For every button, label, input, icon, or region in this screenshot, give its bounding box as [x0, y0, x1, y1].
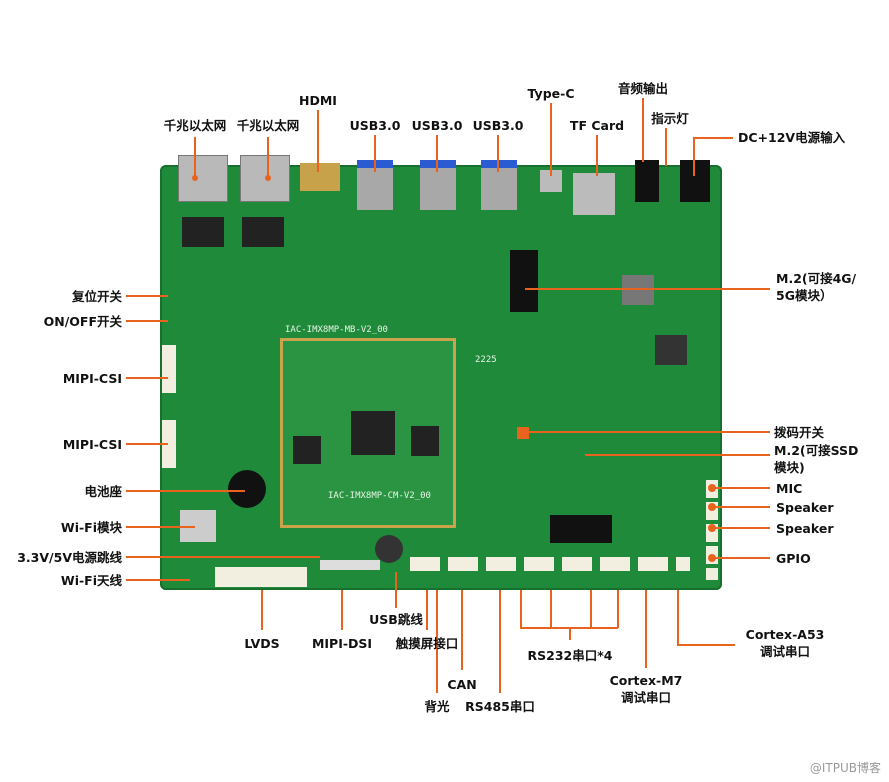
label-a53-line1: Cortex-A53: [745, 627, 825, 642]
hdmi-port: [300, 163, 340, 191]
label-a53-line2: 调试串口: [759, 644, 811, 659]
tf-card-slot: [573, 173, 615, 215]
inductor: [655, 335, 687, 365]
label-cortex-m7: Cortex-M7 调试串口: [610, 672, 683, 706]
label-onoff: ON/OFF开关: [43, 314, 122, 329]
label-speaker-1: Speaker: [776, 500, 834, 515]
mipi-dsi-connector: [320, 560, 380, 570]
audio-jack: [635, 160, 659, 202]
label-ethernet-1: 千兆以太网: [163, 118, 227, 133]
label-wifi-antenna: Wi-Fi天线: [60, 573, 122, 588]
label-hdmi: HDMI: [299, 93, 337, 108]
ethernet-port-2: [240, 155, 290, 202]
label-indicator: 指示灯: [651, 111, 689, 126]
label-m2-ssd: M.2(可接SSD 模块): [774, 442, 858, 476]
label-rs232: RS232串口*4: [527, 648, 613, 663]
label-mic: MIC: [776, 481, 803, 496]
label-can: CAN: [447, 677, 477, 692]
label-power-jumper: 3.3V/5V电源跳线: [17, 550, 122, 565]
label-reset: 复位开关: [71, 289, 122, 304]
label-usb-1: USB3.0: [349, 118, 401, 133]
label-m2-4g-line1: M.2(可接4G/: [776, 271, 857, 286]
label-dip-switch: 拨码开关: [774, 425, 825, 440]
label-mipi-dsi: MIPI-DSI: [311, 636, 373, 651]
mipi-csi-1: [162, 345, 176, 393]
label-cortex-a53: Cortex-A53 调试串口: [746, 626, 825, 660]
label-speaker-2: Speaker: [776, 521, 834, 536]
watermark: @ITPUB博客: [809, 761, 881, 775]
label-m7-line1: Cortex-M7: [609, 673, 683, 688]
label-audio-out: 音频输出: [617, 81, 669, 96]
lvds-connector: [215, 567, 307, 587]
mainboard-label: IAC-IMX8MP-MB-V2_00: [285, 325, 388, 335]
battery-holder: [228, 470, 266, 508]
pcb-board: IAC-IMX8MP-CM-V2_00 IAC-IMX8MP-MB-V2_00 …: [160, 155, 722, 590]
label-m2-ssd-line1: M.2(可接SSD: [774, 443, 859, 458]
core-module-label: IAC-IMX8MP-CM-V2_00: [328, 491, 431, 501]
label-tf-card: TF Card: [569, 118, 625, 133]
soc-chip: [351, 411, 395, 455]
label-usb-2: USB3.0: [411, 118, 463, 133]
transformer-2: [242, 217, 284, 247]
label-dc-input: DC+12V电源输入: [738, 130, 846, 145]
m2-4g-slot: [510, 250, 538, 312]
label-mipi-csi-2: MIPI-CSI: [62, 437, 122, 452]
header-connectors: [410, 557, 690, 571]
label-touch: 触摸屏接口: [395, 636, 459, 651]
memory-chip: [411, 426, 439, 456]
transformer-1: [182, 217, 224, 247]
date-code: 2225: [475, 355, 497, 365]
label-typec: Type-C: [527, 86, 575, 101]
label-m2-4g: M.2(可接4G/5G模块）: [776, 270, 856, 304]
label-gpio: GPIO: [776, 551, 811, 566]
mipi-csi-2: [162, 420, 176, 468]
capacitor: [375, 535, 403, 563]
label-m7-line2: 调试串口: [620, 690, 671, 705]
memory-chip: [293, 436, 321, 464]
label-ethernet-2: 千兆以太网: [236, 118, 300, 133]
dip-switch: [517, 427, 529, 439]
label-m2-ssd-line2: 模块): [774, 460, 805, 475]
m2-ssd-slot: [550, 515, 612, 543]
label-mipi-csi-1: MIPI-CSI: [62, 371, 122, 386]
label-battery: 电池座: [84, 484, 122, 499]
label-rs485: RS485串口: [465, 699, 535, 714]
label-usb-3: USB3.0: [472, 118, 524, 133]
label-lvds: LVDS: [244, 636, 280, 651]
label-wifi-module: Wi-Fi模块: [60, 520, 122, 535]
core-module: IAC-IMX8MP-CM-V2_00: [280, 338, 456, 528]
label-backlight: 背光: [424, 699, 450, 714]
label-usb-jumper: USB跳线: [369, 612, 423, 627]
typec-port: [540, 170, 562, 192]
label-m2-4g-line2: 5G模块）: [776, 288, 833, 303]
ethernet-port-1: [178, 155, 228, 202]
